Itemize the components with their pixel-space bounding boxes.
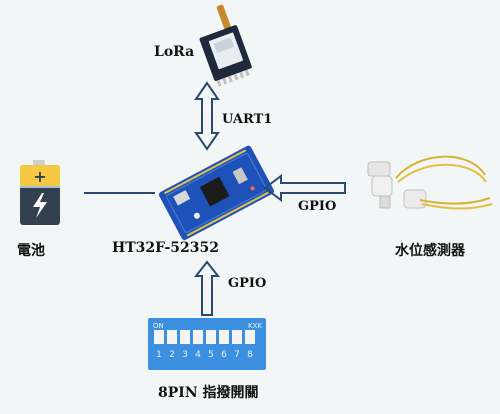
dip-brand-text: KXK xyxy=(248,322,262,330)
dip-label: 8PIN 指撥開關 xyxy=(158,385,259,401)
lora-module-icon xyxy=(199,4,252,87)
dev-board-icon xyxy=(158,145,275,241)
dip-switch-toggles xyxy=(154,330,255,344)
dip-pin-number: 6 xyxy=(221,350,227,360)
dip-on-text: ON xyxy=(153,322,164,330)
lora-label: LoRa xyxy=(154,44,195,60)
mcu-label: HT32F-52352 xyxy=(112,240,219,256)
sensor-label: 水位感測器 xyxy=(395,243,465,259)
dip-pin-number: 1 xyxy=(156,350,162,360)
battery-icon: + xyxy=(20,160,60,225)
water-level-sensor-icon xyxy=(367,155,493,210)
svg-text:+: + xyxy=(33,167,46,186)
dip-pin-number: 4 xyxy=(195,350,201,360)
dip-pin-number: 7 xyxy=(234,350,240,360)
dip-pin-number: 3 xyxy=(182,350,188,360)
sensor-gpio-arrow xyxy=(263,174,346,202)
dip-pin-number: 2 xyxy=(169,350,175,360)
dip-pin-number: 8 xyxy=(247,350,253,360)
uart-double-arrow xyxy=(194,81,220,151)
dip-gpio-arrow xyxy=(193,260,221,316)
dip-gpio-label: GPIO xyxy=(228,276,267,291)
sensor-gpio-label: GPIO xyxy=(298,199,337,214)
uart-label: UART1 xyxy=(222,112,273,127)
dip-pin-number: 5 xyxy=(208,350,214,360)
battery-label: 電池 xyxy=(17,243,45,259)
